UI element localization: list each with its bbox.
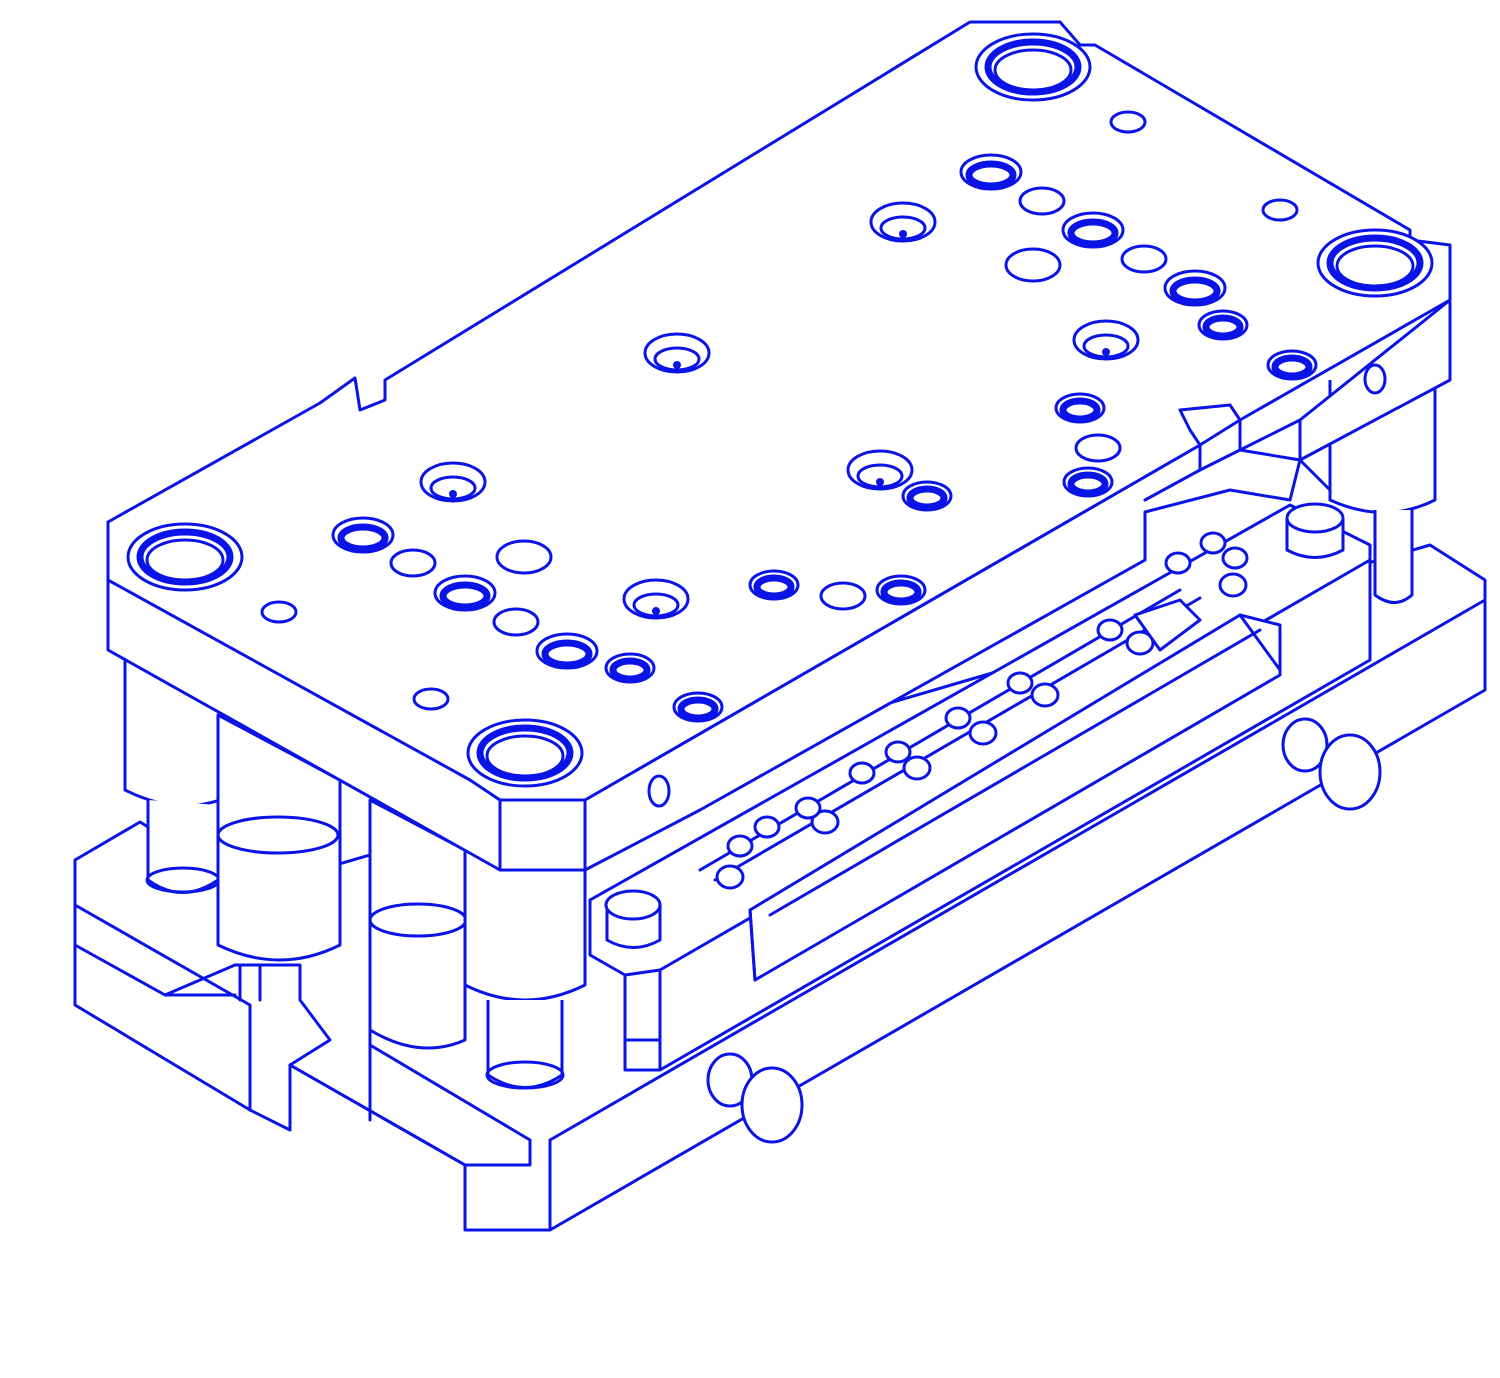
screw-hole [672, 691, 724, 723]
screw-hole [331, 516, 395, 554]
bushing [974, 32, 1092, 102]
pin-hole [1109, 110, 1147, 134]
screw [1006, 671, 1060, 708]
screw-hole [1266, 349, 1318, 381]
screw-hole [433, 574, 497, 612]
cone-hole [869, 201, 937, 243]
hole [1120, 244, 1168, 274]
screw-hole [535, 632, 599, 670]
screw [944, 706, 998, 746]
dowel-and-cone-holes [260, 110, 1299, 711]
rail-screws [604, 502, 1345, 949]
screw-hole [1054, 392, 1106, 424]
cone-hole [643, 332, 711, 374]
screw-hole [1197, 309, 1249, 341]
pin-hole [1261, 198, 1299, 222]
screw-hole [1163, 269, 1227, 307]
hole [492, 607, 540, 637]
screw [715, 834, 754, 890]
cone-hole [622, 578, 690, 620]
hole [1018, 186, 1066, 216]
screw [1096, 618, 1155, 656]
socket-screw-left [604, 889, 662, 949]
pin-hole [412, 687, 450, 711]
guide-post-2 [216, 713, 342, 962]
bushing [1316, 228, 1434, 298]
screw-hole [748, 569, 800, 601]
hole [1074, 433, 1122, 463]
guide-post-4 [463, 860, 587, 1090]
hole [495, 539, 553, 575]
socket-screw-right [1285, 502, 1345, 559]
cone-hole [419, 461, 487, 503]
cone-hole [1072, 319, 1140, 361]
screw-hole [901, 480, 953, 512]
screw [848, 740, 932, 785]
counterbored-screw-holes [331, 153, 1318, 723]
hole [1004, 247, 1062, 283]
screw [1164, 531, 1249, 598]
guide-bushings [126, 32, 1434, 788]
side-rollers [706, 717, 1382, 1144]
screw-hole [604, 652, 656, 684]
pin-hole [260, 600, 298, 624]
stripper-plate [588, 503, 1372, 1072]
hole [389, 548, 437, 578]
screw-hole [1062, 466, 1114, 498]
screw-hole [875, 574, 927, 606]
hole [819, 581, 867, 611]
screw [753, 796, 840, 839]
screw-hole [959, 153, 1023, 191]
cone-hole [846, 449, 914, 491]
screw-hole [1061, 211, 1125, 249]
bushing [126, 522, 244, 592]
bushing [466, 718, 584, 788]
